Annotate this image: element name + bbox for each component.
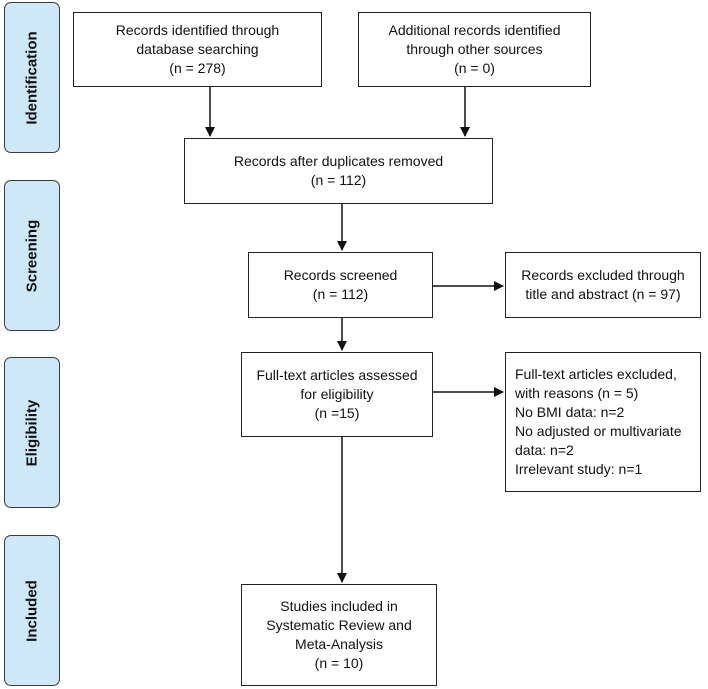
box-fulltext-line-2: for eligibility — [300, 386, 374, 402]
box-ft-excluded-line-3: No BMI data: n=2 — [515, 404, 625, 420]
box-excluded-title-abstract: Records excluded through title and abstr… — [505, 252, 701, 318]
phase-identification: Identification — [4, 2, 60, 153]
box-fulltext-line-3: (n =15) — [314, 405, 360, 421]
box-fulltext-assessed: Full-text articles assessed for eligibil… — [241, 352, 433, 437]
box-other-line-1: Additional records identified — [388, 22, 561, 38]
box-included-line-2: Systematic Review and — [266, 617, 412, 633]
box-ft-excluded-line-6: Irrelevant study: n=1 — [515, 461, 643, 477]
box-other-sources: Additional records identified through ot… — [358, 12, 591, 87]
box-fulltext-excluded: Full-text articles excluded, with reason… — [505, 352, 701, 492]
box-excluded-title-line-1: Records excluded through — [521, 267, 685, 283]
box-database-searching: Records identified through database sear… — [73, 12, 322, 87]
box-ft-excluded-line-5: data: n=2 — [515, 442, 574, 458]
box-duplicates-line-2: (n = 112) — [310, 172, 367, 188]
box-ft-excluded-line-1: Full-text articles excluded, — [515, 366, 677, 382]
box-database-line-1: Records identified through — [115, 22, 280, 38]
box-other-line-3: (n = 0) — [454, 60, 495, 76]
box-duplicates-line-1: Records after duplicates removed — [233, 153, 444, 169]
box-fulltext-line-1: Full-text articles assessed — [256, 367, 418, 383]
box-other-line-2: through other sources — [406, 41, 543, 57]
box-screened-line-1: Records screened — [283, 267, 398, 283]
phase-eligibility: Eligibility — [4, 357, 60, 508]
box-database-line-3: (n = 278) — [169, 60, 226, 76]
box-studies-included: Studies included in Systematic Review an… — [241, 584, 437, 686]
box-included-line-1: Studies included in — [280, 598, 398, 614]
box-ft-excluded-line-2: with reasons (n = 5) — [515, 385, 639, 401]
phase-screening: Screening — [4, 180, 60, 331]
box-screened-line-2: (n = 112) — [312, 286, 369, 302]
box-after-duplicates: Records after duplicates removed (n = 11… — [184, 138, 493, 204]
box-records-screened: Records screened (n = 112) — [248, 252, 433, 318]
box-database-line-2: database searching — [136, 41, 259, 57]
phase-included: Included — [4, 535, 60, 686]
box-excluded-title-line-2: title and abstract (n = 97) — [525, 286, 681, 302]
box-ft-excluded-line-4: No adjusted or multivariate — [515, 423, 682, 439]
box-included-line-4: (n = 10) — [314, 655, 364, 671]
box-included-line-3: Meta-Analysis — [295, 636, 383, 652]
